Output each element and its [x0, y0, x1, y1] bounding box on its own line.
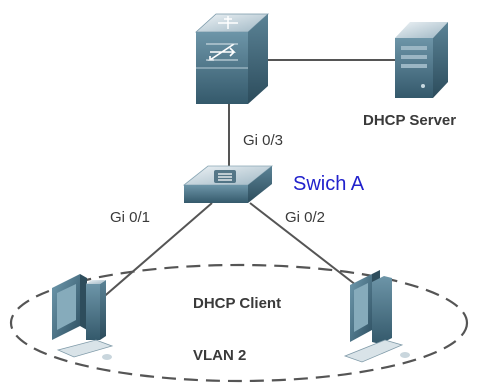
client-left-computer-icon[interactable]: [52, 274, 114, 360]
dhcp-client-label: DHCP Client: [193, 295, 281, 312]
switch-icon[interactable]: [182, 165, 274, 203]
port-label-left: Gi 0/1: [110, 209, 150, 226]
vlan-label: VLAN 2: [193, 347, 246, 364]
link-switch-a-to-client-right: [249, 202, 366, 293]
client-right-computer-icon[interactable]: [343, 270, 410, 363]
links: [99, 59, 395, 301]
vlan-group-ellipse: [9, 263, 469, 383]
port-label-right: Gi 0/2: [285, 209, 325, 226]
switch-a-label: Swich A: [293, 173, 365, 195]
core-switch-icon[interactable]: [194, 13, 270, 104]
server-icon[interactable]: [395, 22, 448, 98]
port-label-uplink: Gi 0/3: [243, 132, 283, 149]
link-switch-a-to-client-left: [99, 202, 213, 301]
dhcp-server-label: DHCP Server: [363, 112, 456, 129]
